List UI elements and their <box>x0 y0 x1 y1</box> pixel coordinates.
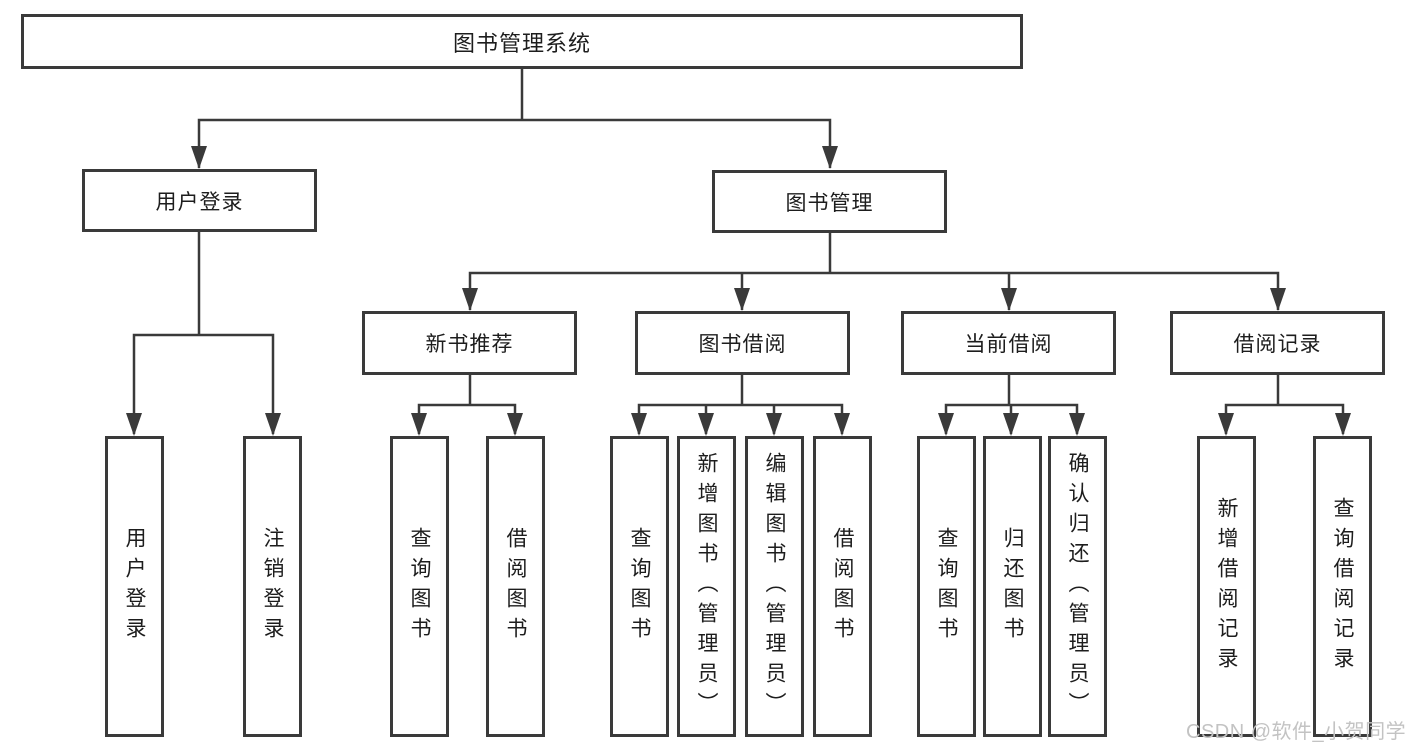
leaf-add-borrow-record-label: 新增借阅记录 <box>1215 496 1238 677</box>
node-user-login: 用户登录 <box>82 169 317 232</box>
node-current-borrow: 当前借阅 <box>901 311 1116 375</box>
leaf-confirm-return-admin-label: 确认归还（管理员） <box>1066 451 1089 722</box>
leaf-query-books-borrow-label: 查询图书 <box>628 526 651 647</box>
leaf-borrow-books-recommend: 借阅图书 <box>486 436 545 737</box>
leaf-add-book-admin: 新增图书（管理员） <box>677 436 736 737</box>
leaf-logout: 注销登录 <box>243 436 302 737</box>
leaf-borrow-books-label: 借阅图书 <box>831 526 854 647</box>
leaf-confirm-return-admin: 确认归还（管理员） <box>1048 436 1107 737</box>
node-borrow-record: 借阅记录 <box>1170 311 1385 375</box>
leaf-query-books-recommend: 查询图书 <box>390 436 449 737</box>
leaf-user-login-label: 用户登录 <box>123 526 146 647</box>
leaf-return-book-label: 归还图书 <box>1001 526 1024 647</box>
leaf-edit-book-admin: 编辑图书（管理员） <box>745 436 804 737</box>
leaf-borrow-books: 借阅图书 <box>813 436 872 737</box>
leaf-query-books-recommend-label: 查询图书 <box>408 526 431 647</box>
node-book-management: 图书管理 <box>712 170 947 233</box>
node-library-management-system: 图书管理系统 <box>21 14 1023 69</box>
leaf-edit-book-admin-label: 编辑图书（管理员） <box>763 451 786 722</box>
leaf-add-borrow-record: 新增借阅记录 <box>1197 436 1256 737</box>
csdn-watermark: CSDN @软件_小贺同学 <box>1186 721 1405 743</box>
leaf-borrow-books-recommend-label: 借阅图书 <box>504 526 527 647</box>
leaf-query-books-current: 查询图书 <box>917 436 976 737</box>
leaf-query-books-current-label: 查询图书 <box>935 526 958 647</box>
leaf-logout-label: 注销登录 <box>261 526 284 647</box>
node-book-borrow: 图书借阅 <box>635 311 850 375</box>
leaf-return-book: 归还图书 <box>983 436 1042 737</box>
leaf-query-borrow-record: 查询借阅记录 <box>1313 436 1372 737</box>
leaf-user-login: 用户登录 <box>105 436 164 737</box>
leaf-query-borrow-record-label: 查询借阅记录 <box>1331 496 1354 677</box>
leaf-add-book-admin-label: 新增图书（管理员） <box>695 451 718 722</box>
leaf-query-books-borrow: 查询图书 <box>610 436 669 737</box>
node-new-book-recommend: 新书推荐 <box>362 311 577 375</box>
